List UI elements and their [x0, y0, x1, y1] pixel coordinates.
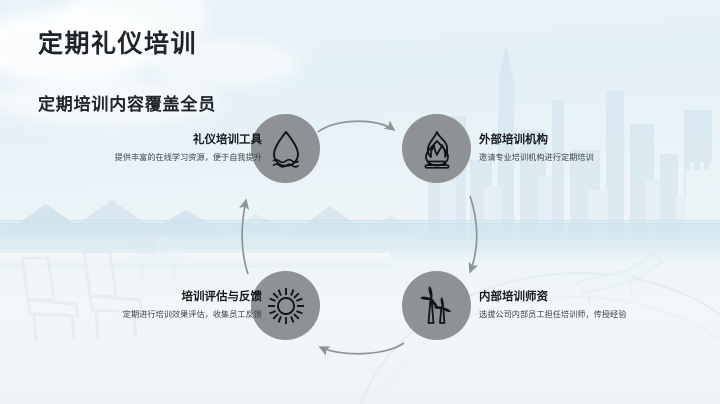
arrow-bottom-internal-to-feedback	[318, 342, 405, 356]
cycle-node-internal[interactable]	[402, 271, 471, 340]
mountain-range-illustration	[0, 196, 420, 236]
node-title: 培训评估与反馈	[181, 291, 263, 303]
arrow-top-tools-to-external	[317, 120, 396, 133]
cycle-node-tools[interactable]	[251, 114, 320, 183]
wind-turbine-icon	[417, 285, 457, 327]
pool-deck	[0, 258, 720, 404]
flame-torch-icon	[419, 129, 455, 169]
node-title: 礼仪培训工具	[193, 134, 262, 146]
arrow-right-external-to-internal	[468, 195, 479, 274]
node-description: 选拔公司内部员工担任培训师，传授经验	[479, 309, 627, 319]
deck-rail	[0, 252, 390, 268]
page-title: 定期礼仪培训	[38, 30, 198, 58]
node-description: 定期进行培训效果评估，收集员工反馈	[122, 309, 262, 319]
cycle-node-external[interactable]	[402, 114, 471, 183]
node-title: 内部培训师资	[479, 291, 548, 303]
lounge-chairs-illustration	[14, 222, 164, 352]
node-text-tools: 礼仪培训工具 提供丰富的在线学习资源，便于自我提升	[110, 133, 262, 164]
water-drop-icon	[269, 129, 303, 169]
sun-icon	[266, 286, 306, 326]
cycle-node-feedback[interactable]	[251, 271, 320, 340]
horizon-line	[0, 220, 720, 221]
sea-band	[0, 222, 720, 262]
node-text-external: 外部培训机构 邀请专业培训机构进行定期培训	[479, 133, 631, 164]
node-text-feedback: 培训评估与反馈 定期进行培训效果评估，收集员工反馈	[110, 290, 262, 321]
node-description: 提供丰富的在线学习资源，便于自我提升	[114, 152, 262, 162]
arrow-left-feedback-to-tools	[239, 198, 250, 275]
page-subtitle: 定期培训内容覆盖全员	[38, 95, 216, 114]
node-description: 邀请专业培训机构进行定期培训	[479, 152, 594, 162]
node-title: 外部培训机构	[479, 134, 548, 146]
node-text-internal: 内部培训师资 选拔公司内部员工担任培训师，传授经验	[479, 290, 631, 321]
patio-table-illustration	[120, 230, 200, 295]
